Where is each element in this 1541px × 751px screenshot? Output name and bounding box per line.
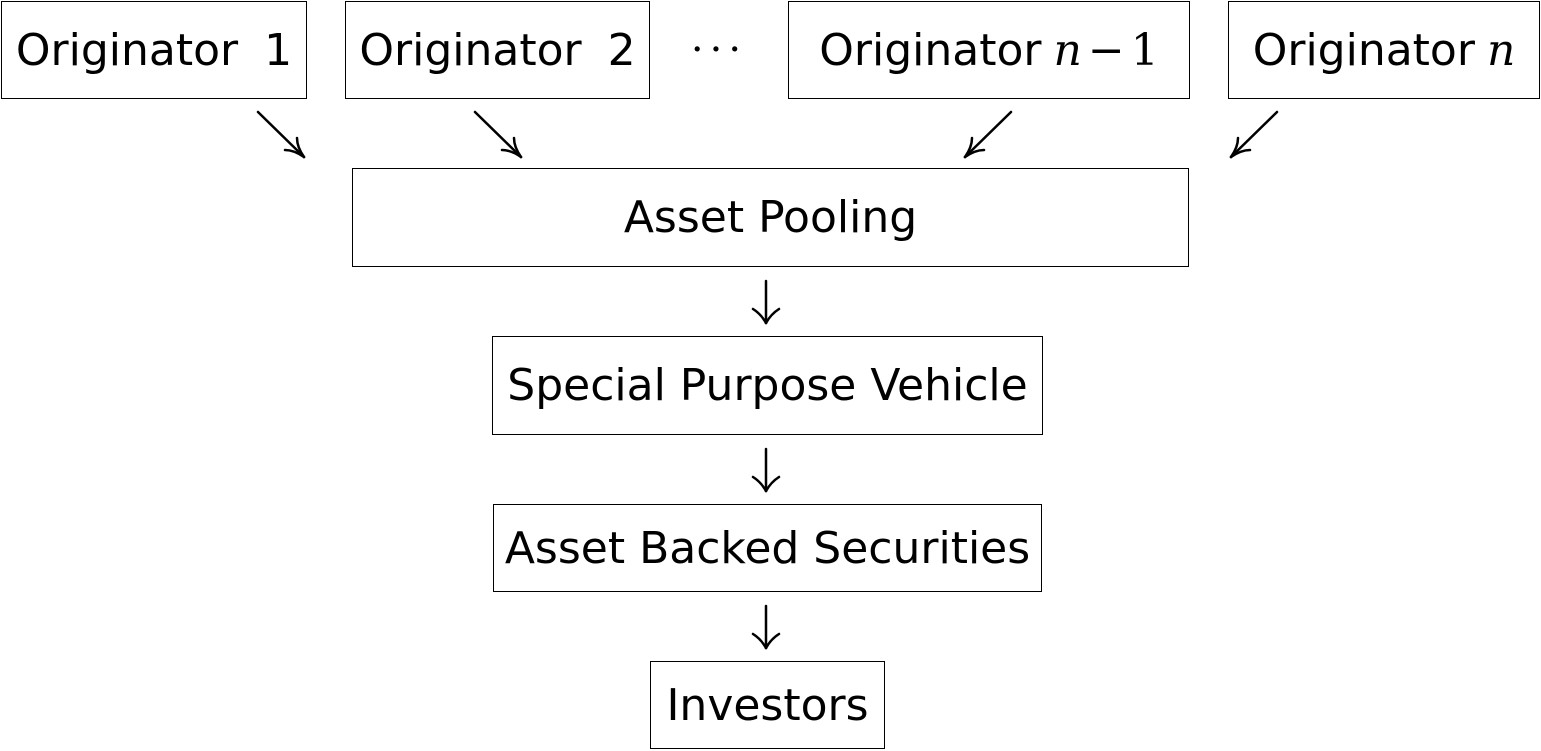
arrow-originator-1-to-pooling <box>256 110 306 159</box>
ellipsis: ··· <box>690 26 748 73</box>
originator-n-minus-1-minus: − <box>1087 24 1125 76</box>
spv-label: Special Purpose Vehicle <box>507 360 1028 411</box>
arrow-abs-to-investors <box>751 604 781 650</box>
originator-n-minus-1-text: Originator <box>819 24 1042 76</box>
originator-n-minus-1-number: 1 <box>1130 24 1159 76</box>
originator-2-text: Originator <box>359 24 582 76</box>
abs-box: Asset Backed Securities <box>493 504 1042 592</box>
arrow-originator-n-minus-1-to-pooling <box>963 110 1013 159</box>
arrow-originator-n-to-pooling <box>1229 110 1279 159</box>
arrow-originator-2-to-pooling <box>473 110 523 159</box>
originator-2-number: 2 <box>607 24 636 76</box>
investors-label: Investors <box>666 679 869 731</box>
asset-pooling-label: Asset Pooling <box>623 192 918 243</box>
abs-label: Asset Backed Securities <box>504 522 1031 574</box>
originator-n-text: Originator <box>1252 24 1475 76</box>
originator-1-text: Originator <box>15 24 239 76</box>
arrow-pooling-to-spv <box>751 279 781 325</box>
originator-2-box: Originator 2 <box>345 1 650 99</box>
originator-1-label: Originator 1 <box>16 25 292 76</box>
investors-box: Investors <box>650 661 885 749</box>
arrow-spv-to-abs <box>751 447 781 493</box>
originator-n-variable: n <box>1486 24 1516 76</box>
spv-box: Special Purpose Vehicle <box>492 336 1043 435</box>
asset-pooling-box: Asset Pooling <box>352 168 1189 267</box>
originator-n-minus-1-variable: n <box>1053 24 1082 76</box>
originator-1-number: 1 <box>264 24 293 76</box>
originator-2-label: Originator 2 <box>359 25 635 76</box>
originator-1-box: Originator 1 <box>1 1 307 99</box>
